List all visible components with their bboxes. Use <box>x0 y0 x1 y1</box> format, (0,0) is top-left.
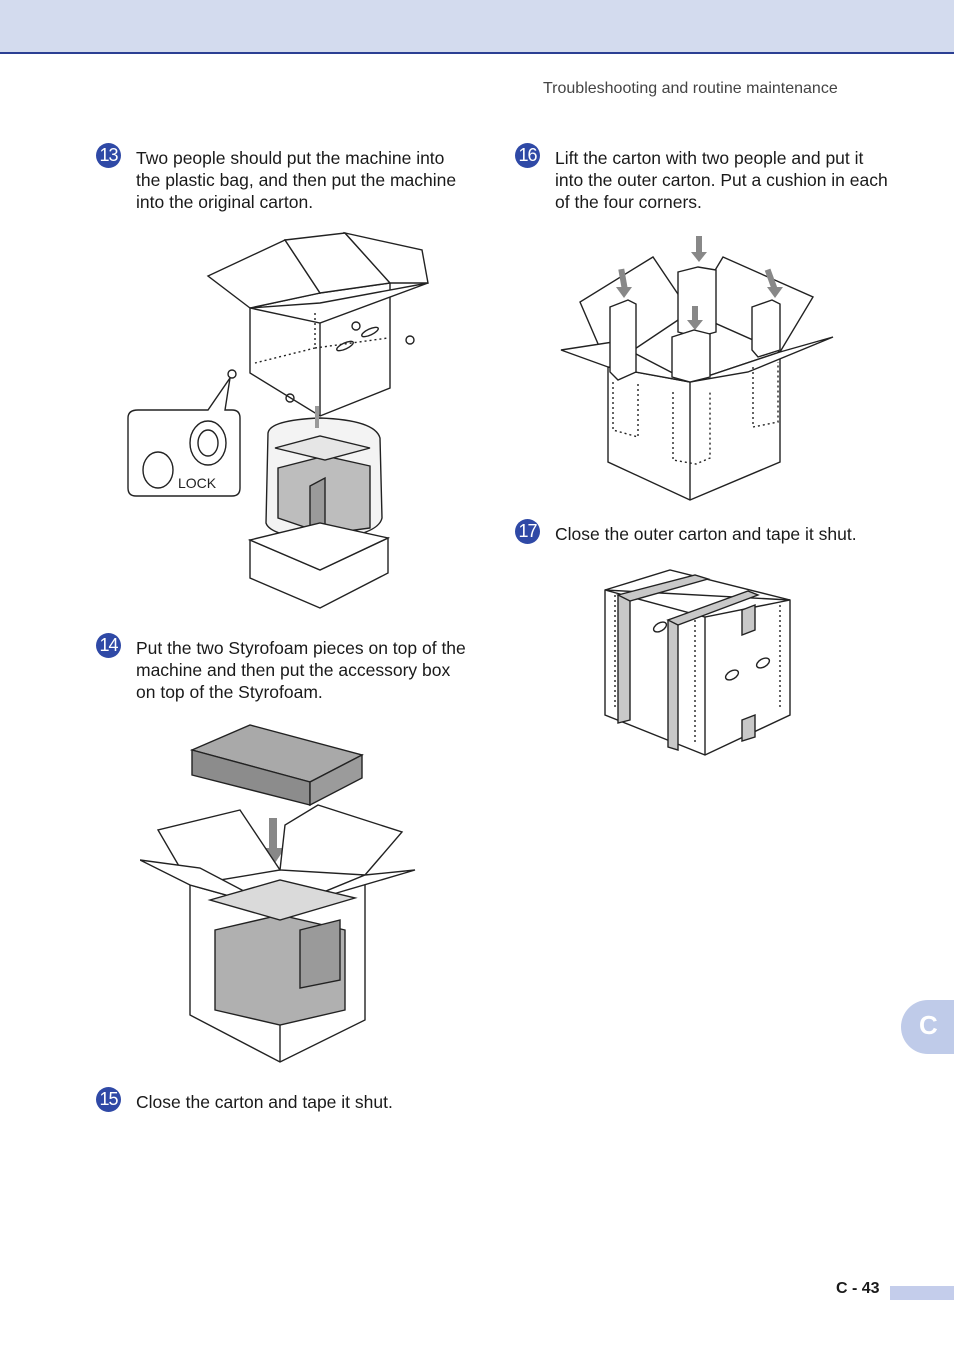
chapter-letter: C <box>919 1010 938 1040</box>
step-15-text: Close the carton and tape it shut. <box>136 1092 393 1112</box>
step-16-text: Lift the carton with two people and put … <box>555 148 888 212</box>
chapter-tab: C <box>901 1000 954 1054</box>
step-13-number: 13 <box>96 143 121 168</box>
page-number: C - 43 <box>836 1280 880 1297</box>
step-17-number: 17 <box>515 519 540 544</box>
step-14-number: 14 <box>96 633 121 658</box>
step-15-number: 15 <box>96 1087 121 1112</box>
figure-outer-carton-taped <box>604 569 791 756</box>
header-band <box>0 0 954 54</box>
figure-cushions-outer-carton <box>560 236 834 501</box>
footer-bar <box>890 1286 954 1300</box>
lock-label: LOCK <box>178 475 217 491</box>
step-17-text: Close the outer carton and tape it shut. <box>555 524 857 544</box>
section-title: Troubleshooting and routine maintenance <box>543 80 838 97</box>
figure-styrofoam-and-accessory-box <box>140 724 416 1063</box>
figure-machine-into-carton: LOCK <box>127 231 429 609</box>
step-16-number: 16 <box>515 143 540 168</box>
step-14-text: Put the two Styrofoam pieces on top of t… <box>136 638 466 702</box>
step-13-text: Two people should put the machine into t… <box>136 148 457 212</box>
